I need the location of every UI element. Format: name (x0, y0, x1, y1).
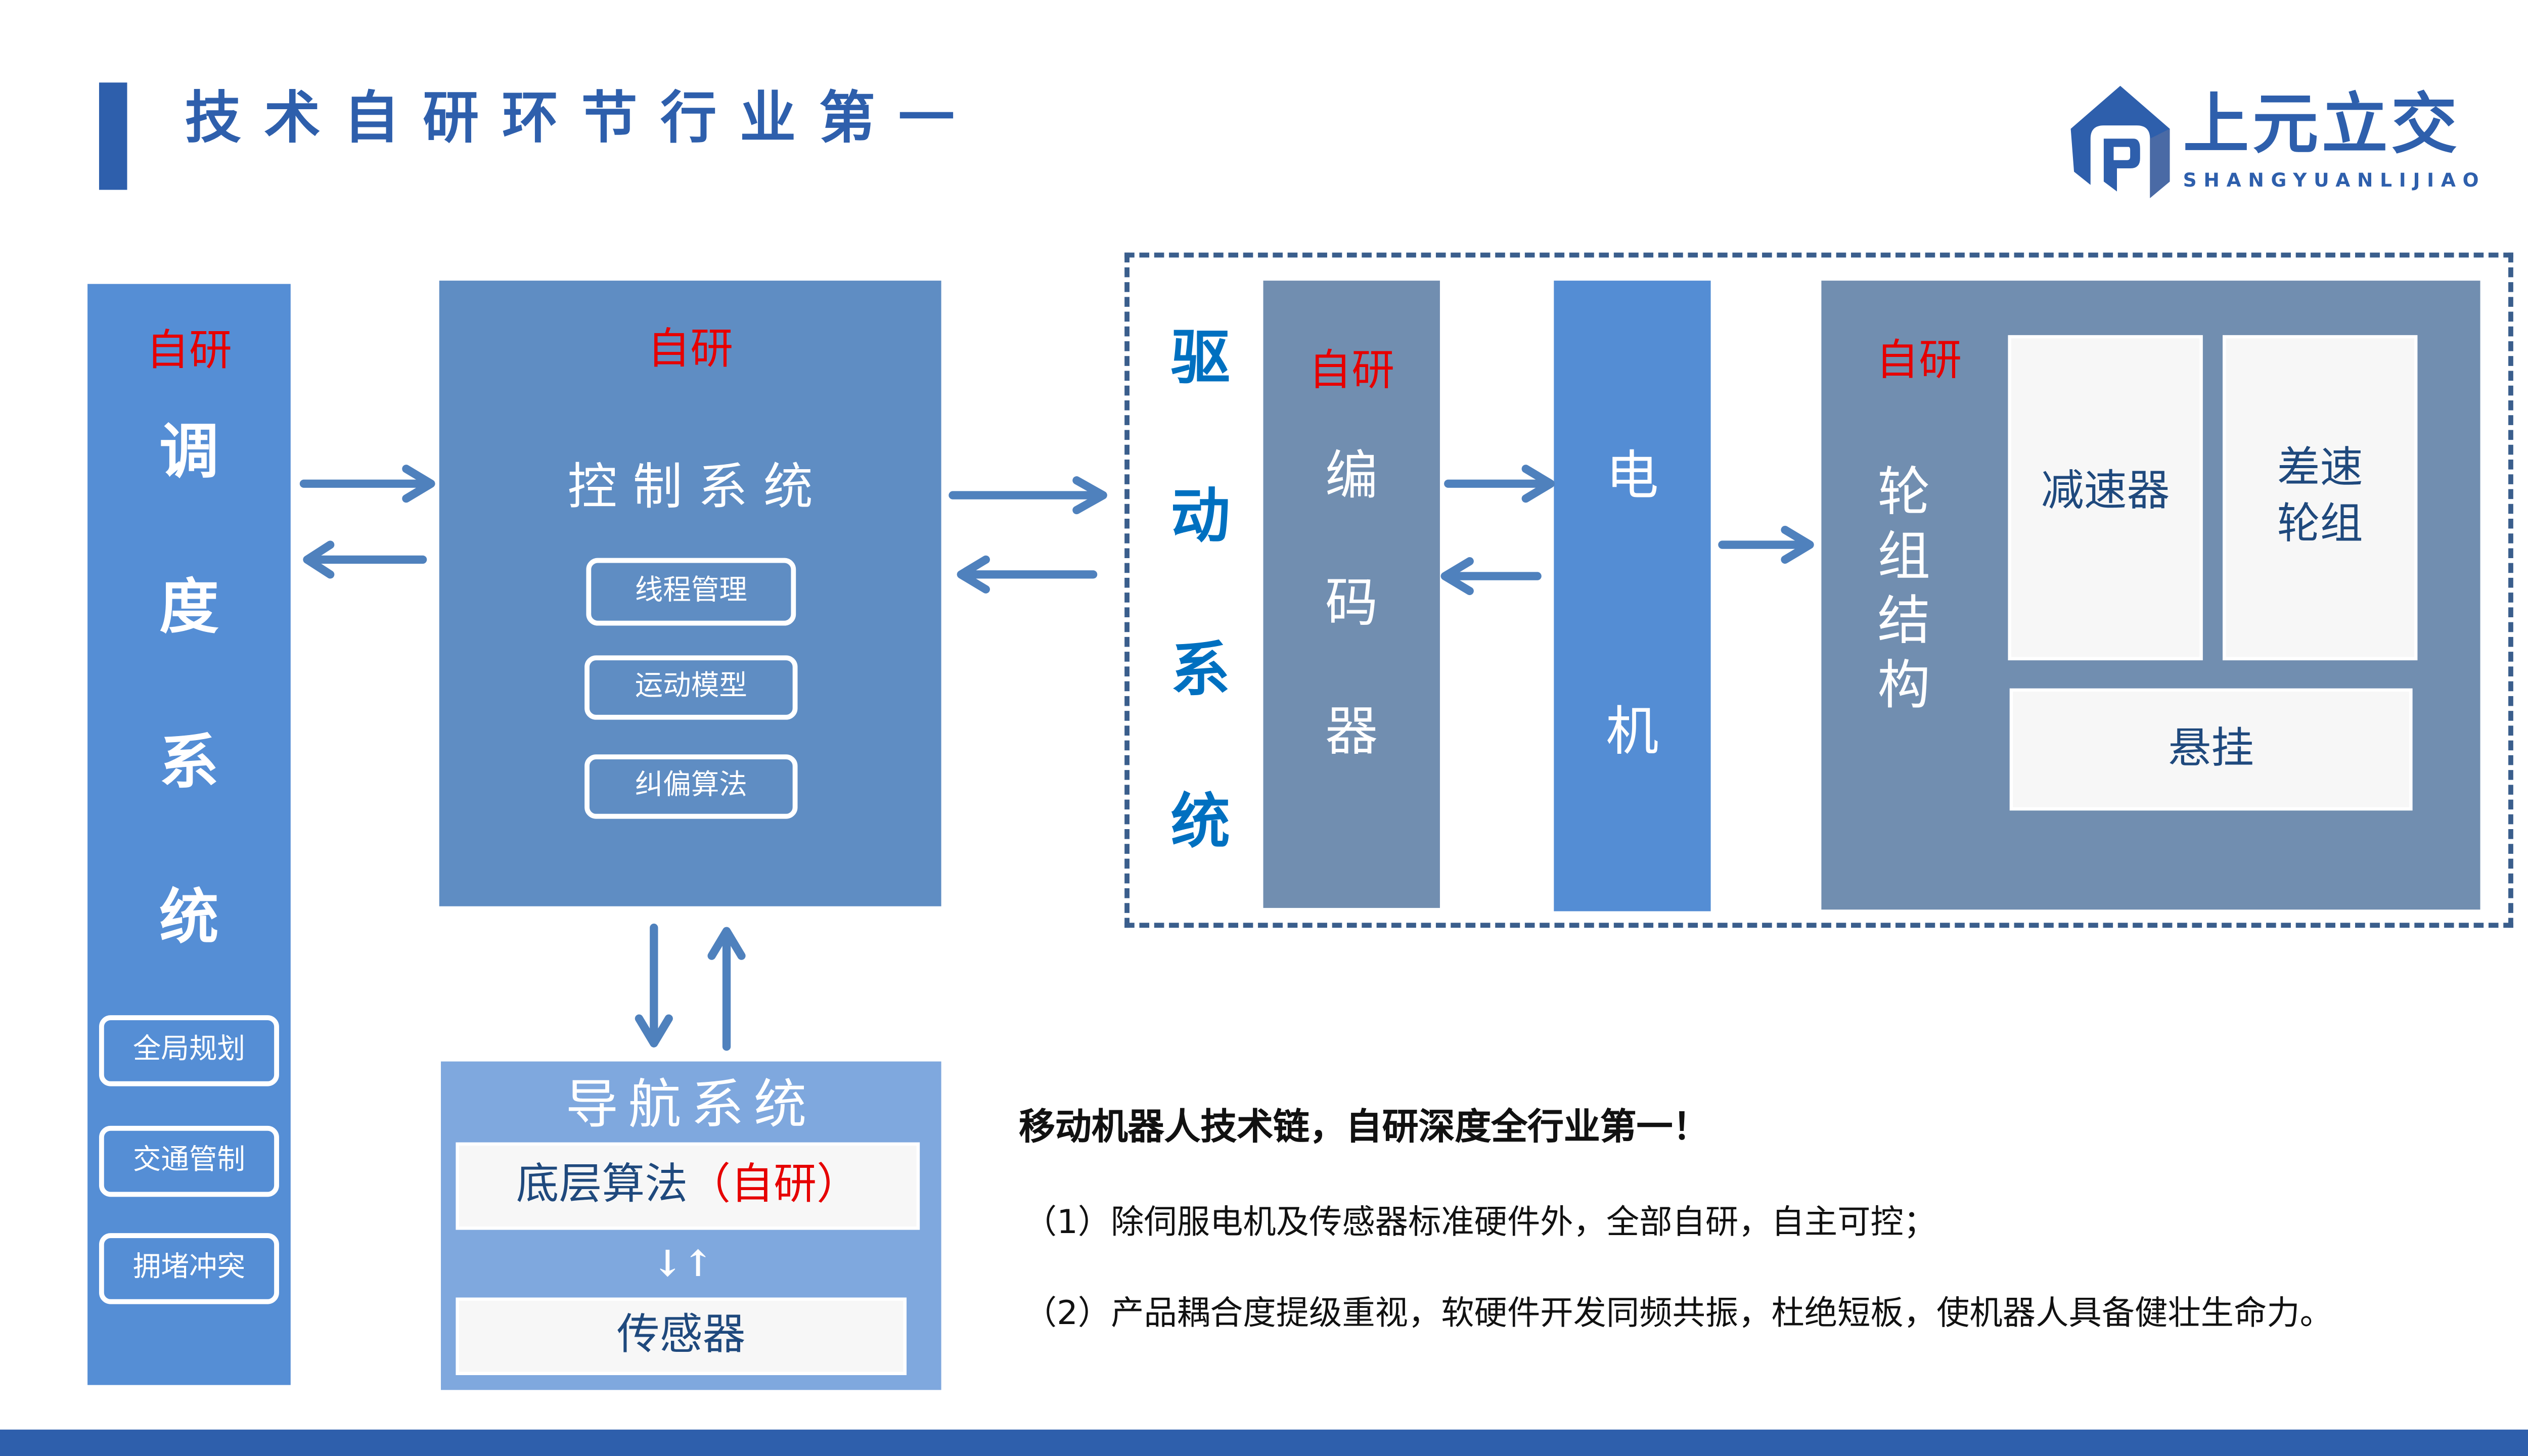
dispatch-title-char: 调 (159, 418, 219, 487)
motor-char: 电 (1606, 444, 1659, 507)
reducer-card: 减速器 (2011, 338, 2200, 657)
title-accent-bar (99, 82, 127, 190)
self-developed-badge: 自研 (1308, 346, 1395, 396)
module-motion-model[interactable]: 运动模型 (584, 655, 798, 720)
module-deviation-correction[interactable]: 纠偏算法 (584, 754, 798, 819)
drive-label-char: 系 (1170, 635, 1231, 705)
encoder-box: 自研 编 码 器 (1263, 281, 1440, 908)
arrow-control-to-dispatch-icon (303, 540, 427, 579)
low-level-algorithm-label: 底层算法 (516, 1160, 688, 1210)
dispatch-title-char: 度 (159, 573, 219, 643)
page-title: 技术自研环节行业第一 (185, 85, 978, 152)
reducer-label: 减速器 (2041, 467, 2170, 517)
low-level-algorithm-card: 底层算法（自研） (459, 1146, 917, 1227)
encoder-char: 码 (1325, 571, 1378, 634)
drive-label-char: 动 (1170, 482, 1231, 552)
control-system-box: 自研 控 制 系 统 线程管理 运动模型 纠偏算法 (439, 281, 941, 906)
wheel-title-char: 结 (1877, 589, 1930, 652)
arrow-dispatch-to-control-icon (299, 465, 435, 503)
arrow-control-to-drive-icon (949, 476, 1107, 515)
self-developed-badge: （自研） (688, 1160, 860, 1210)
module-thread-management[interactable]: 线程管理 (586, 558, 796, 626)
drive-system-group (1124, 252, 2513, 928)
wheel-title-char: 构 (1877, 654, 1930, 717)
dispatch-title-char: 统 (159, 883, 219, 953)
arrow-control-to-navigation-icon (635, 923, 673, 1048)
module-traffic-control[interactable]: 交通管制 (99, 1125, 279, 1197)
module-congestion-conflict[interactable]: 拥堵冲突 (99, 1233, 279, 1304)
drive-system-label: 驱 动 系 统 (1156, 322, 1245, 883)
dispatch-title-char: 系 (159, 727, 219, 798)
footer-bar (0, 1429, 2528, 1456)
logo-mark-icon (2070, 85, 2170, 198)
arrow-encoder-to-motor-icon (1444, 465, 1555, 503)
sensor-card: 传感器 (459, 1301, 904, 1372)
drive-label-char: 驱 (1170, 323, 1231, 393)
wheel-title-char: 组 (1877, 525, 1930, 588)
drive-label-char: 统 (1170, 787, 1231, 857)
navigation-system-title: 导航系统 (565, 1073, 817, 1136)
navigation-system-box: 导航系统 底层算法（自研） ↓↑ 传感器 (441, 1061, 941, 1390)
encoder-char: 编 (1325, 444, 1378, 507)
differential-wheel-card: 差速 轮组 (2226, 338, 2414, 657)
logo-english-name: SHANGYUANLIJIAO (2183, 168, 2486, 192)
differential-label-line1: 差速 (2277, 444, 2363, 494)
arrow-navigation-to-control-icon (707, 927, 746, 1051)
self-developed-badge: 自研 (647, 325, 734, 375)
wheel-title-char: 轮 (1877, 461, 1930, 524)
dispatch-system-box: 自研 调 度 系 统 全局规划 交通管制 拥堵冲突 (87, 284, 291, 1385)
company-logo (2067, 82, 2521, 201)
wheel-structure-box: 自研 轮 组 结 构 减速器 差速 轮组 悬挂 (1821, 281, 2480, 910)
motor-char: 机 (1606, 700, 1659, 763)
arrow-motor-to-wheel-icon (1718, 525, 1814, 564)
module-global-planning[interactable]: 全局规划 (99, 1015, 279, 1086)
differential-label-line2: 轮组 (2277, 500, 2363, 550)
suspension-card: 悬挂 (2013, 692, 2410, 807)
encoder-char: 器 (1325, 700, 1378, 763)
motor-box: 电 机 (1554, 281, 1711, 912)
arrow-motor-to-encoder-icon (1440, 557, 1542, 596)
summary-heading: 移动机器人技术链，自研深度全行业第一！ (1019, 1108, 1709, 1149)
self-developed-badge: 自研 (146, 327, 232, 377)
self-developed-badge: 自研 (1876, 337, 1962, 387)
wheel-structure-title: 轮 组 结 构 (1871, 462, 1937, 726)
bidirectional-link-icon: ↓↑ (652, 1243, 713, 1286)
control-system-title: 控 制 系 统 (567, 459, 813, 517)
summary-point-2: （2）产品耦合度提级重视，软硬件开发同频共振，杜绝短板，使机器人具备健壮生命力。 (1023, 1292, 2333, 1333)
summary-point-1: （1）除伺服电机及传感器标准硬件外，全部自研，自主可控； (1023, 1202, 1937, 1242)
logo-chinese-name: 上元立交 (2183, 87, 2461, 164)
arrow-drive-to-control-icon (957, 555, 1098, 594)
